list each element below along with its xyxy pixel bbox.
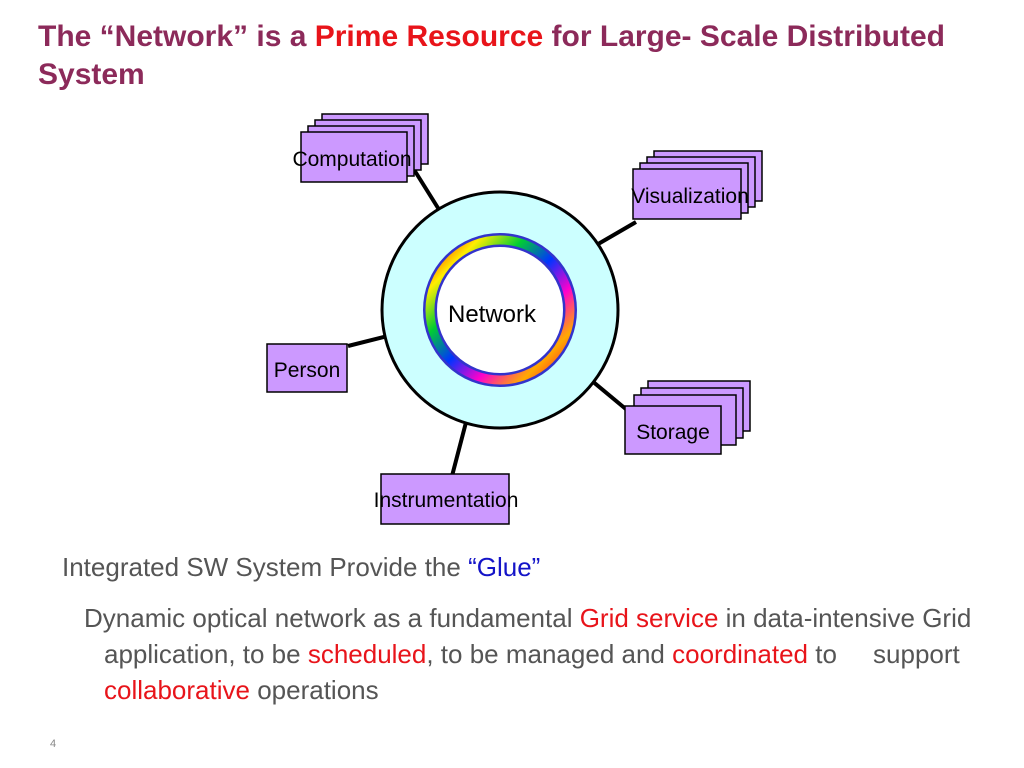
bullet-integrated-sw: Integrated SW System Provide the “Glue” xyxy=(62,552,540,583)
person-label: Person xyxy=(274,359,341,382)
computation-node xyxy=(300,113,429,183)
title-highlight: Prime Resource xyxy=(314,20,544,53)
bullet1-glue: “Glue” xyxy=(468,552,541,582)
person-node xyxy=(266,343,348,393)
b2-s2: in data-intensive Grid application, to b… xyxy=(104,603,972,669)
visualization-node xyxy=(632,150,763,220)
title-part1: The “Network” is a xyxy=(38,20,315,53)
b2-grid-service: Grid service xyxy=(579,603,719,633)
network-label: Network xyxy=(448,301,537,328)
b2-coordinated: coordinated xyxy=(672,639,808,669)
network-rainbow-ring-color xyxy=(425,235,575,385)
b2-s3: , to be managed and xyxy=(426,639,673,669)
bullet-dynamic-optical: Dynamic optical network as a fundamental… xyxy=(84,600,984,708)
storage-node xyxy=(624,380,751,455)
b2-s4: to support xyxy=(808,639,967,669)
storage-label: Storage xyxy=(636,421,710,444)
instrumentation-node xyxy=(380,473,510,525)
slide-title: The “Network” is a Prime Resource for La… xyxy=(38,18,998,94)
title-part2: for Large- Scale Distributed System xyxy=(38,20,945,91)
b2-collaborative: collaborative xyxy=(104,675,250,705)
b2-s5: operations xyxy=(249,675,379,705)
computation-label: Computation xyxy=(292,148,411,171)
instrumentation-label: Instrumentation xyxy=(374,489,519,512)
page-number: 4 xyxy=(50,738,57,750)
bullet1-text: Integrated SW System Provide the xyxy=(62,552,469,582)
network-diagram: Network Computation Visualization Person… xyxy=(266,113,763,525)
visualization-label: Visualization xyxy=(631,185,749,208)
b2-s1: Dynamic optical network as a fundamental xyxy=(84,603,580,633)
b2-scheduled: scheduled xyxy=(307,639,427,669)
